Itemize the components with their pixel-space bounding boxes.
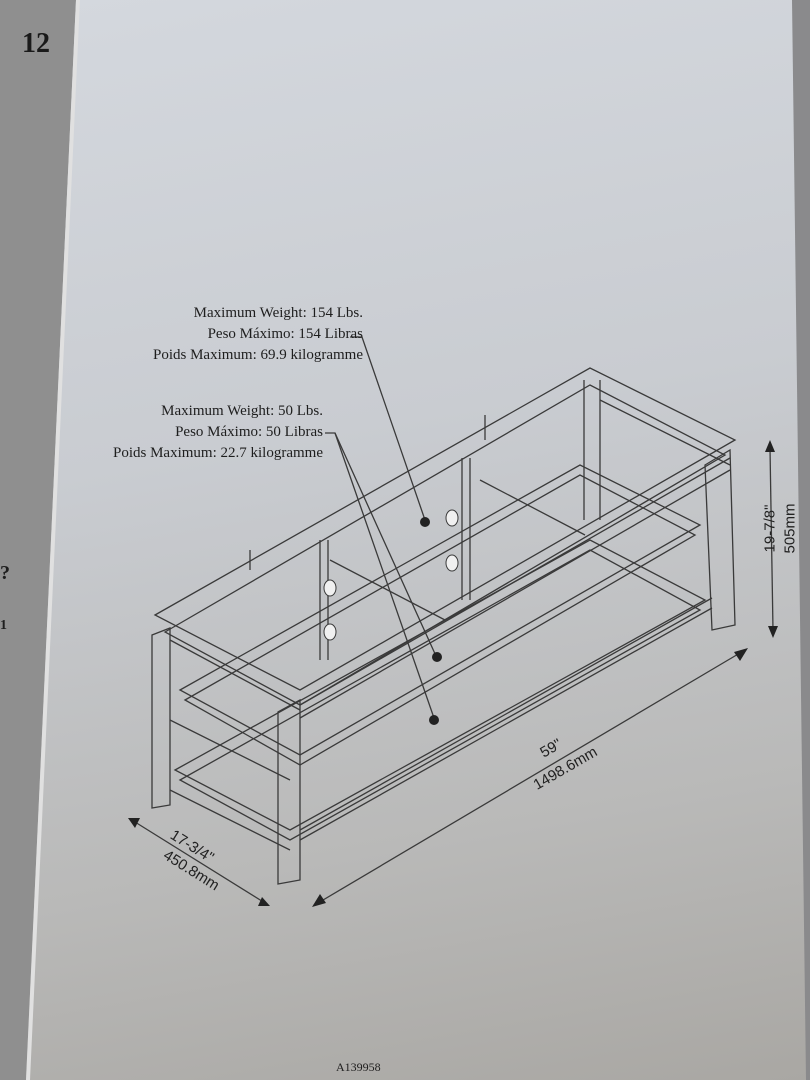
callout-line-en: Maximum Weight: 50 Lbs. (161, 403, 323, 419)
height-dimension-in: 19-7/8" (761, 504, 779, 553)
height-dimension-mm: 505mm (781, 503, 799, 554)
side-mark: 1 (0, 618, 7, 633)
callout-line-fr: Poids Maximum: 22.7 kilogramme (113, 445, 323, 461)
callout-line-fr: Poids Maximum: 69.9 kilogramme (153, 347, 363, 363)
callout-line-es: Peso Máximo: 154 Libras (207, 326, 363, 342)
top-glass (153, 367, 737, 691)
lower-shelf-callout: Maximum Weight: 50 Lbs. Peso Máximo: 50 … (113, 401, 323, 464)
callout-line-en: Maximum Weight: 154 Lbs. (193, 305, 363, 321)
side-mark: ? (0, 562, 10, 584)
top-shelf-callout: Maximum Weight: 154 Lbs. Peso Máximo: 15… (153, 303, 363, 366)
callout-line-es: Peso Máximo: 50 Libras (175, 424, 323, 440)
document-code: A139958 (336, 1060, 381, 1074)
page-number: 12 (22, 28, 50, 59)
